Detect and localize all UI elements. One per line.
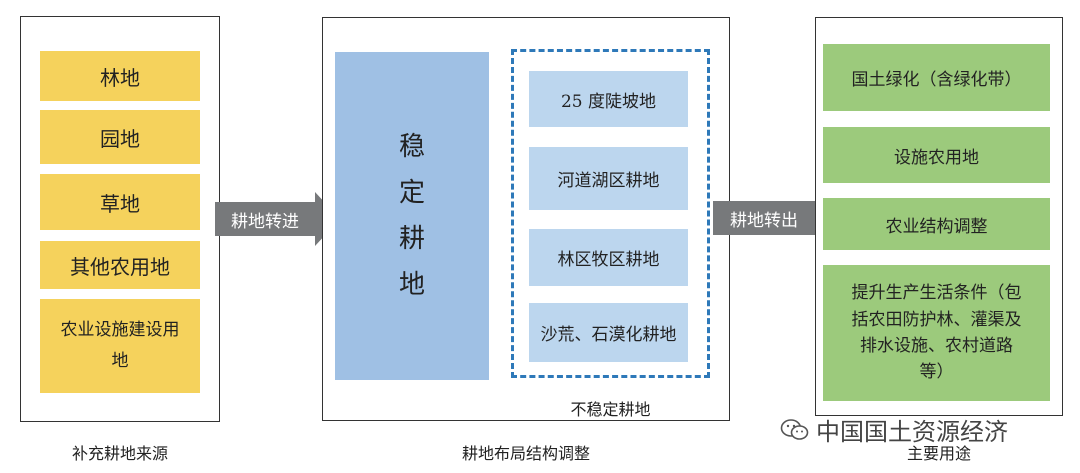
source-item-other-farmland: 其他农用地 (40, 241, 200, 289)
stable-char-3: 耕 (398, 224, 425, 254)
unstable-item-steep-slope: 25 度陡坡地 (529, 71, 688, 127)
unstable-item-forest-pasture: 林区牧区耕地 (529, 229, 688, 286)
unstable-caption: 不稳定耕地 (570, 400, 651, 419)
stable-char-2: 定 (398, 178, 425, 208)
unstable-farmland-group (511, 49, 710, 378)
usage-item-facility-farmland: 设施农用地 (823, 127, 1050, 183)
usage-caption: 主要用途 (906, 444, 971, 463)
stable-char-4: 地 (398, 270, 425, 300)
stable-farmland: 稳 定 耕 地 (335, 52, 489, 380)
source-item-grassland: 草地 (40, 174, 200, 230)
usage-item-greening: 国土绿化（含绿化带） (823, 44, 1050, 111)
stable-char-1: 稳 (398, 132, 425, 162)
usage-item-living-conditions: 提升生产生活条件（包括农田防护林、灌渠及排水设施、农村道路等） (823, 265, 1050, 401)
arrow-in-label: 耕地转进 (215, 202, 315, 236)
source-caption: 补充耕地来源 (71, 444, 168, 463)
unstable-item-river-lake: 河道湖区耕地 (529, 147, 688, 210)
watermark: 中国国土资源经济 (780, 412, 1008, 447)
source-item-facility-land: 农业设施建设用地 (40, 299, 200, 393)
arrow-out-label: 耕地转出 (713, 201, 815, 235)
source-item-forest: 林地 (40, 51, 200, 101)
usage-item-structure-adjust: 农业结构调整 (823, 198, 1050, 250)
source-item-garden: 园地 (40, 110, 200, 164)
watermark-text: 中国国土资源经济 (816, 418, 1008, 446)
stable-farmland-label: 稳 定 耕 地 (399, 134, 425, 298)
unstable-item-desert-rocky: 沙荒、石漠化耕地 (529, 303, 688, 362)
layout-caption: 耕地布局结构调整 (461, 444, 590, 463)
wechat-icon (780, 418, 809, 440)
